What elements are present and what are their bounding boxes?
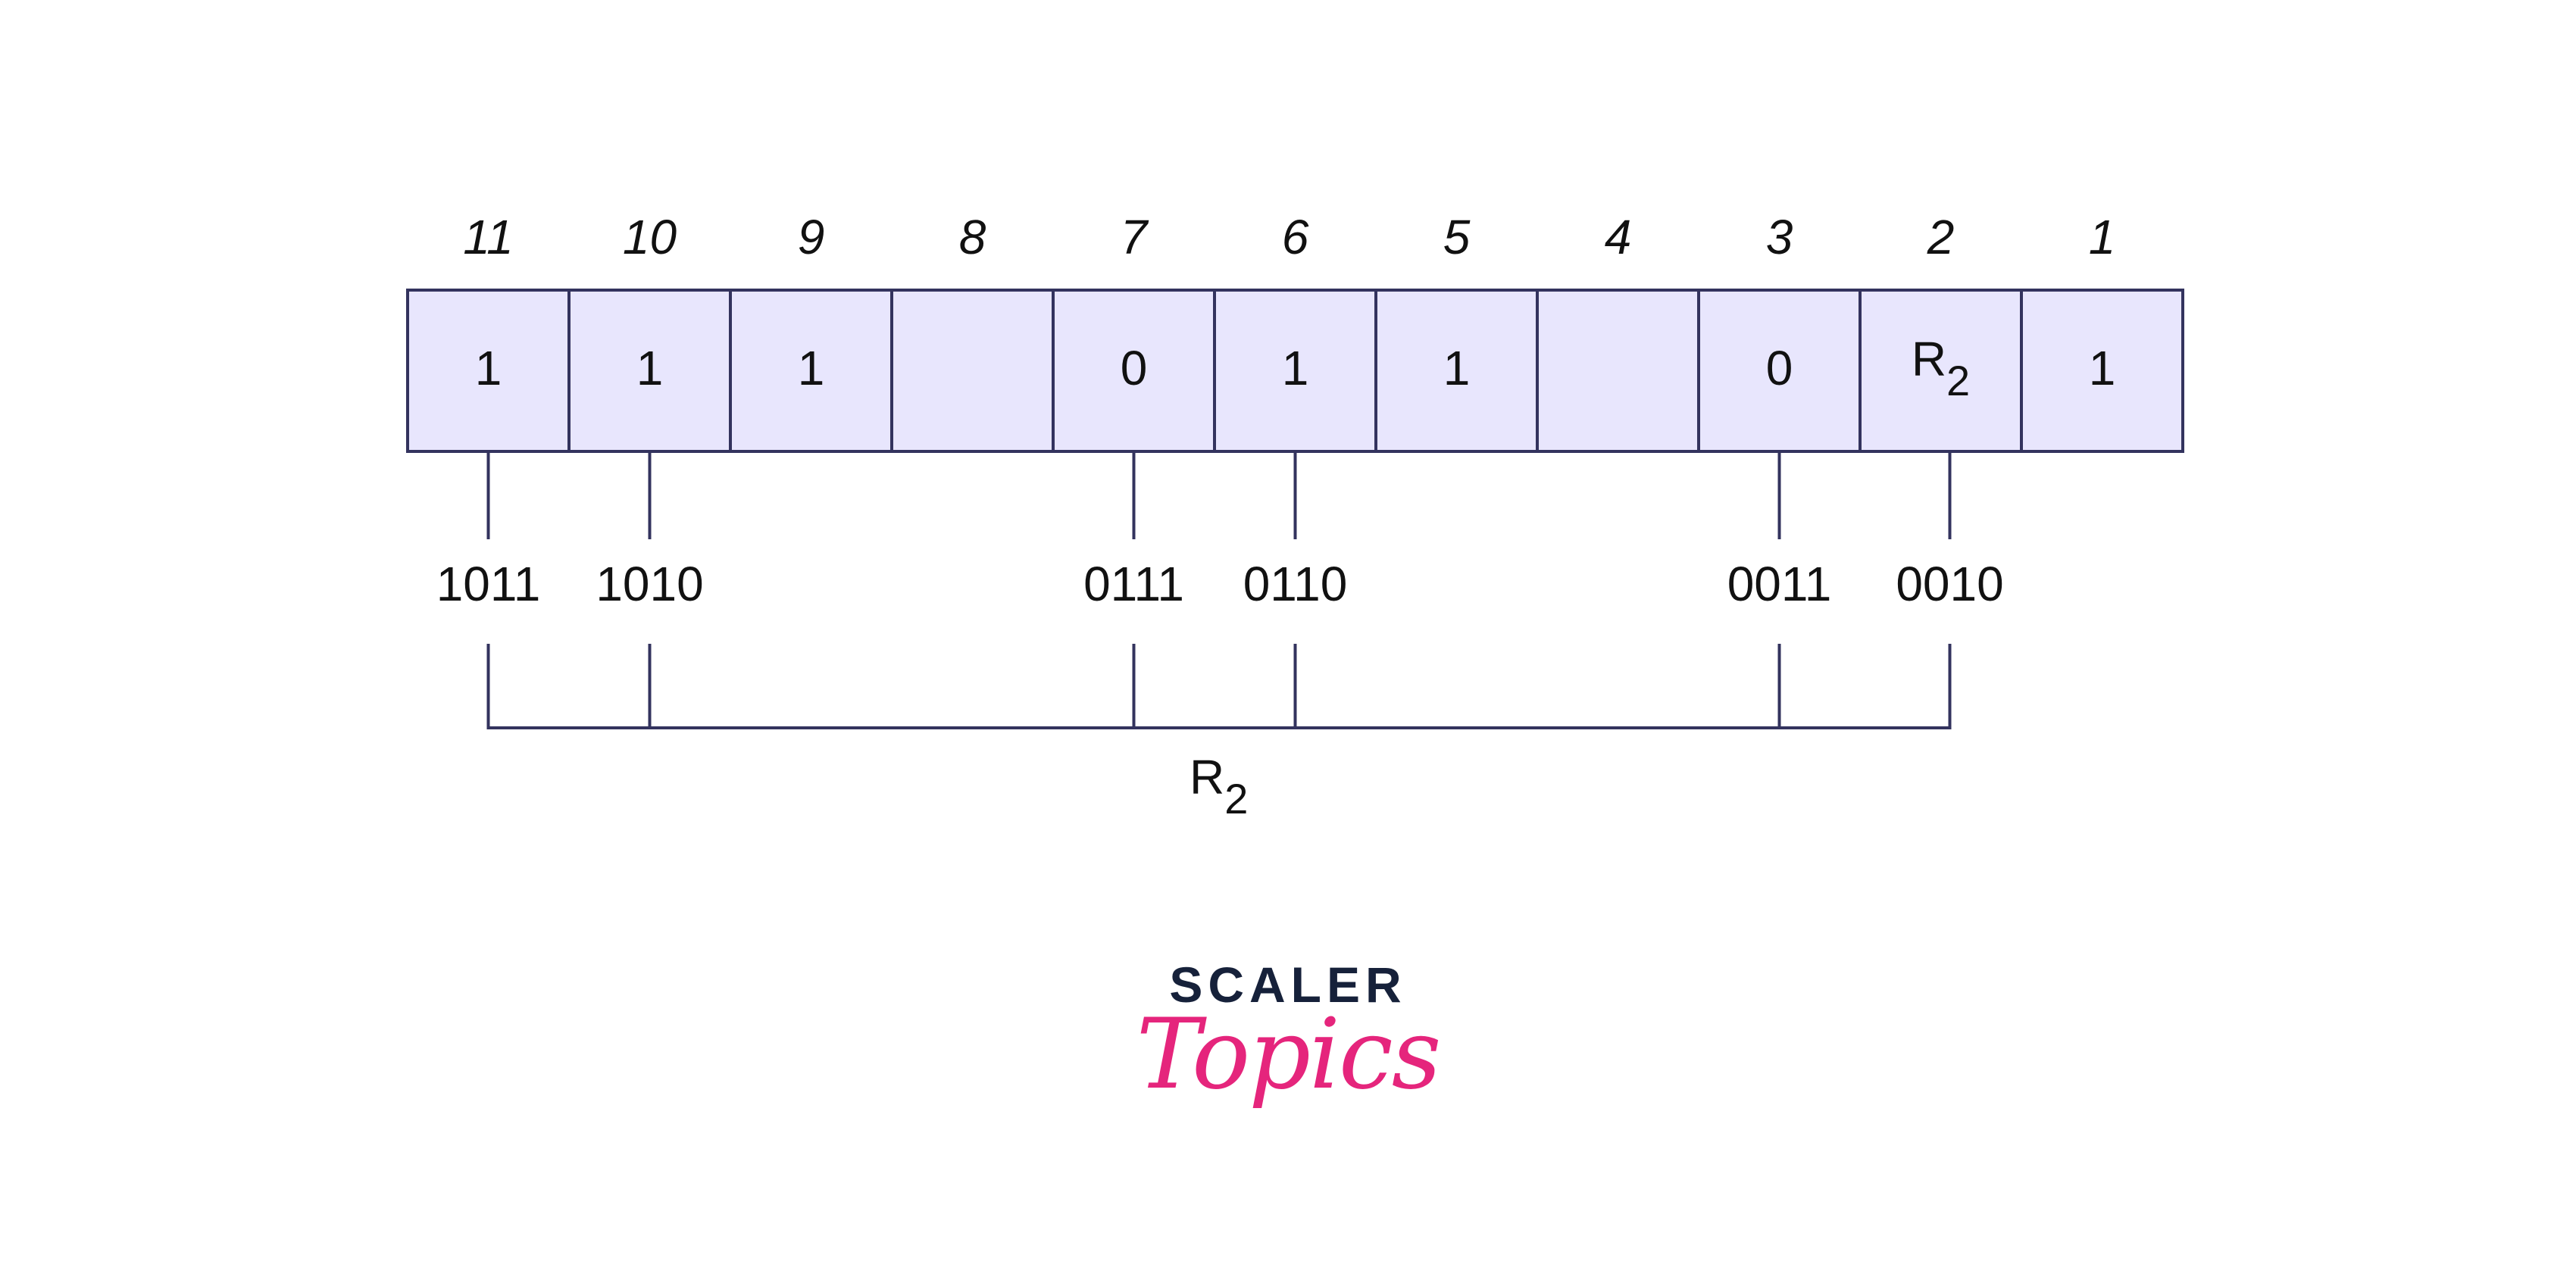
- binary-label: 0010: [1896, 557, 2003, 611]
- position-number-9: 9: [798, 210, 825, 264]
- position-number-2: 2: [1927, 210, 1955, 264]
- bit-value-main: 1: [2089, 341, 2116, 395]
- binary-label: 0110: [1243, 557, 1348, 611]
- position-number-3: 3: [1766, 210, 1793, 264]
- bit-cell: [890, 289, 1055, 453]
- bit-cell: [1697, 289, 1862, 453]
- bit-cell: [567, 289, 732, 453]
- bit-value: 1: [798, 341, 825, 395]
- bit-cell: [1536, 289, 1700, 453]
- group-label-main: R: [1190, 750, 1224, 804]
- connector-lines: [486, 453, 1952, 539]
- binary-label: 0111: [1083, 557, 1184, 611]
- bit-value-subscript: 2: [1946, 357, 1970, 404]
- bit-value: 1: [475, 341, 502, 395]
- bit-value-main: 1: [1282, 341, 1309, 395]
- bit-value-main: 0: [1121, 341, 1148, 395]
- bit-cell: [1374, 289, 1539, 453]
- bit-value: 0: [1766, 341, 1793, 395]
- bit-register: 1 1 1 0 1 1 0 R2 1: [406, 289, 2184, 453]
- bit-cell: [729, 289, 893, 453]
- bit-value: R2: [1912, 332, 1970, 404]
- bit-value-main: 1: [636, 341, 664, 395]
- bit-value-main: 0: [1766, 341, 1793, 395]
- bit-value-main: R: [1912, 332, 1946, 386]
- group-label: R2: [1190, 750, 1248, 823]
- position-number-1: 1: [2089, 210, 2116, 264]
- bit-value: 0: [1121, 341, 1148, 395]
- binary-label: 1010: [596, 557, 703, 611]
- binary-label: 1011: [436, 557, 541, 611]
- bit-value: 1: [2089, 341, 2116, 395]
- position-number-7: 7: [1121, 210, 1149, 264]
- bit-value-main: 1: [798, 341, 825, 395]
- position-number-10: 10: [623, 210, 677, 264]
- position-number-5: 5: [1443, 210, 1471, 264]
- bit-value: 1: [636, 341, 664, 395]
- binary-label: 0011: [1727, 557, 1832, 611]
- binary-labels: 1011 1010 0111 0110 0011 0010: [436, 557, 2004, 611]
- position-number-8: 8: [959, 210, 986, 264]
- bit-cell: [1052, 289, 1216, 453]
- position-numbers: 11 10 9 8 7 6 5 4 3 2 1: [463, 210, 2115, 264]
- group-bracket: [486, 644, 1952, 729]
- bit-value: 1: [1443, 341, 1471, 395]
- position-number-4: 4: [1605, 210, 1632, 264]
- bit-value-main: 1: [475, 341, 502, 395]
- bit-value-main: 1: [1443, 341, 1471, 395]
- watermark-topics: Topics: [1136, 998, 1442, 1111]
- position-number-6: 6: [1282, 210, 1309, 264]
- bit-cell: [2020, 289, 2184, 453]
- group-label-sub: 2: [1224, 775, 1248, 823]
- bit-cell: [1859, 289, 2023, 453]
- position-number-11: 11: [463, 210, 513, 264]
- bit-value: 1: [1282, 341, 1309, 395]
- watermark-scaler: SCALER: [1169, 957, 1407, 1013]
